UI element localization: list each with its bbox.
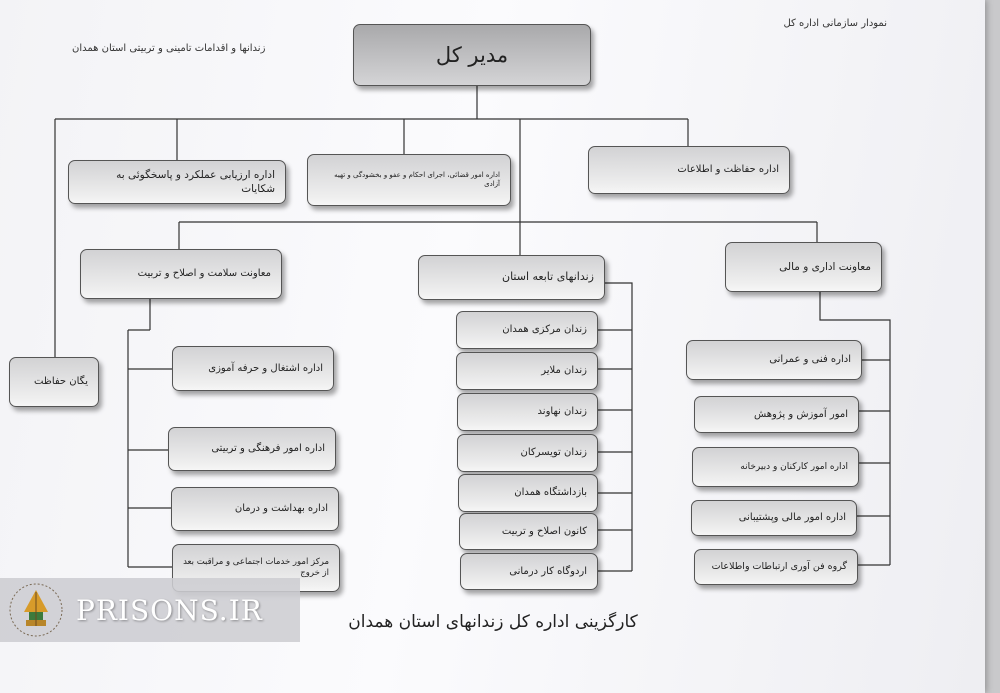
admin-unit-box: اداره فنی و عمرانی bbox=[686, 340, 862, 380]
health-unit-label: مرکز امور خدمات اجتماعی و مراقبت بعد از … bbox=[183, 556, 329, 578]
prison-unit-box: بازداشتگاه همدان bbox=[458, 474, 598, 512]
admin-unit-box: گروه فن آوری ارتباطات واطلاعات bbox=[694, 549, 858, 585]
admin-unit-box: امور آموزش و پژوهش bbox=[694, 396, 859, 433]
prison-unit-label: اردوگاه کار درمانی bbox=[509, 565, 587, 577]
admin-unit-label: امور آموزش و پژوهش bbox=[754, 408, 848, 420]
prison-unit-box: زندان مرکزی همدان bbox=[456, 311, 598, 349]
prison-unit-label: زندان نهاوند bbox=[537, 406, 587, 418]
prison-unit-box: کانون اصلاح و تربیت bbox=[459, 513, 598, 550]
prison-unit-box: زندان تویسرکان bbox=[457, 434, 598, 472]
prison-unit-label: زندان ملایر bbox=[541, 365, 587, 377]
prison-unit-box: زندان ملایر bbox=[456, 352, 598, 390]
deputy-health-title: معاونت سلامت و اصلاح و تربیت bbox=[137, 268, 271, 280]
prison-unit-box: زندان نهاوند bbox=[457, 393, 598, 431]
health-unit-box: اداره بهداشت و درمان bbox=[171, 487, 339, 531]
health-unit-box: اداره امور فرهنگی و تربیتی bbox=[168, 427, 336, 471]
watermark-text: PRISONS.IR bbox=[76, 593, 263, 627]
staff-unit-label: اداره ارزیابی عملکرد و پاسخگوئی به شکایا… bbox=[116, 168, 275, 195]
deputy-admin-title: معاونت اداری و مالی bbox=[779, 260, 871, 273]
staff-unit-judicial-box: اداره امور قضائی، اجرای احکام و عفو و بخ… bbox=[307, 154, 511, 206]
prison-unit-label: زندان تویسرکان bbox=[520, 447, 587, 459]
director-label: مدیر کل bbox=[435, 42, 509, 67]
director-box: مدیر کل bbox=[353, 24, 591, 86]
staff-unit-label: اداره امور قضائی، اجرای احکام و عفو و بخ… bbox=[334, 170, 500, 188]
admin-unit-box: اداره امور مالی وپشتیبانی bbox=[691, 500, 857, 536]
staff-unit-label: اداره حفاظت و اطلاعات bbox=[677, 164, 779, 176]
staff-unit-security-box: اداره حفاظت و اطلاعات bbox=[588, 146, 790, 194]
prisons-box: زندانهای تابعه استان bbox=[418, 255, 605, 300]
deputy-admin-box: معاونت اداری و مالی bbox=[725, 242, 882, 292]
admin-unit-label: اداره امور کارکنان و دبیرخانه bbox=[740, 461, 848, 472]
staff-unit-performance-box: اداره ارزیابی عملکرد و پاسخگوئی به شکایا… bbox=[68, 160, 286, 204]
admin-unit-box: اداره امور کارکنان و دبیرخانه bbox=[692, 447, 859, 487]
health-unit-label: اداره امور فرهنگی و تربیتی bbox=[211, 443, 325, 455]
top-left-note: زندانها و اقدامات تامینی و تربیتی استان … bbox=[72, 43, 266, 54]
top-right-note: نمودار سازمانی اداره کل bbox=[783, 18, 887, 29]
watermark-banner: PRISONS.IR bbox=[0, 578, 300, 642]
health-unit-label: اداره بهداشت و درمان bbox=[234, 503, 328, 515]
staff-unit-guard-box: یگان حفاظت bbox=[9, 357, 99, 407]
health-unit-box: اداره اشتغال و حرفه آموزی bbox=[172, 346, 334, 391]
health-unit-label: اداره اشتغال و حرفه آموزی bbox=[208, 362, 323, 374]
prison-unit-label: زندان مرکزی همدان bbox=[502, 324, 587, 336]
prison-unit-box: اردوگاه کار درمانی bbox=[460, 553, 598, 590]
staff-unit-label: یگان حفاظت bbox=[34, 376, 88, 388]
prison-unit-label: کانون اصلاح و تربیت bbox=[501, 525, 587, 537]
prison-unit-label: بازداشتگاه همدان bbox=[514, 487, 587, 499]
prisons-emblem-icon bbox=[9, 583, 63, 637]
admin-unit-label: اداره امور مالی وپشتیبانی bbox=[738, 512, 846, 524]
admin-unit-label: اداره فنی و عمرانی bbox=[769, 354, 851, 366]
prisons-title: زندانهای تابعه استان bbox=[502, 270, 594, 284]
footer-title: کارگزینی اداره کل زندانهای استان همدان bbox=[348, 612, 638, 632]
deputy-health-box: معاونت سلامت و اصلاح و تربیت bbox=[80, 249, 282, 299]
admin-unit-label: گروه فن آوری ارتباطات واطلاعات bbox=[711, 560, 847, 572]
